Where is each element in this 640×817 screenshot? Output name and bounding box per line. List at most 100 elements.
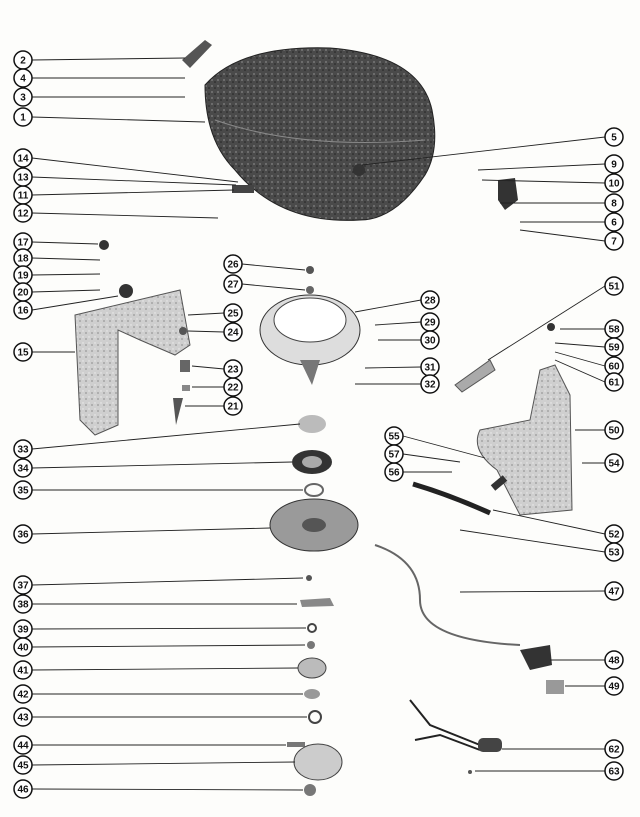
callout-number: 23 <box>227 365 239 376</box>
callout-61: 61 <box>554 359 624 392</box>
callout-25: 25 <box>187 303 243 323</box>
leader-line <box>31 627 307 630</box>
leader-line <box>554 351 606 367</box>
callout-number: 11 <box>18 191 29 202</box>
callout-number: 32 <box>424 380 436 391</box>
callout-number: 55 <box>388 432 400 443</box>
leader-line <box>402 435 486 459</box>
callout-10: 10 <box>481 173 624 193</box>
callout-circle <box>13 684 33 704</box>
callout-number: 61 <box>608 378 620 389</box>
callout-30: 30 <box>378 330 440 350</box>
callout-circle <box>13 707 33 727</box>
callout-number: 38 <box>17 600 29 611</box>
callout-circle <box>604 581 624 601</box>
callout-circle <box>223 303 243 323</box>
callout-14: 14 <box>13 148 239 183</box>
callout-circle <box>13 87 33 107</box>
callout-number: 31 <box>424 363 436 374</box>
callout-circle <box>604 650 624 670</box>
callout-circle <box>604 420 624 440</box>
callout-circle <box>604 231 624 251</box>
callout-number: 10 <box>608 179 620 190</box>
top-cowl <box>204 47 436 221</box>
callout-11: 11 <box>13 185 235 205</box>
callout-number: 9 <box>611 160 617 171</box>
callout-31: 31 <box>364 357 440 377</box>
callout-26: 26 <box>223 254 306 274</box>
leader-line <box>187 312 225 316</box>
callout-circle <box>384 444 404 464</box>
callout-number: 34 <box>17 464 29 475</box>
callout-8: 8 <box>500 193 624 213</box>
callout-number: 3 <box>20 93 26 104</box>
handle <box>182 40 212 68</box>
callout-15: 15 <box>13 342 75 362</box>
callout-circle <box>13 282 33 302</box>
callout-circle <box>604 212 624 232</box>
callout-12: 12 <box>13 203 219 223</box>
callout-49: 49 <box>565 676 624 696</box>
callout-number: 16 <box>17 306 29 317</box>
callout-3: 3 <box>13 87 185 107</box>
callout-circle <box>13 342 33 362</box>
callout-number: 47 <box>608 587 620 598</box>
callout-circle <box>604 154 624 174</box>
callout-number: 17 <box>17 238 29 249</box>
leader-line <box>241 263 306 271</box>
callout-number: 15 <box>17 348 29 359</box>
leader-line <box>31 527 271 535</box>
callout-53: 53 <box>459 529 624 562</box>
callout-number: 59 <box>608 343 620 354</box>
callout-21: 21 <box>185 396 243 416</box>
callout-number: 41 <box>17 666 29 677</box>
callout-number: 8 <box>611 199 617 210</box>
leader-line <box>187 330 225 333</box>
leader-line <box>31 461 293 469</box>
callout-number: 63 <box>608 767 620 778</box>
callout-circle <box>13 575 33 595</box>
callout-number: 51 <box>608 282 620 293</box>
callout-number: 30 <box>424 336 436 347</box>
callout-44: 44 <box>13 735 286 755</box>
callout-22: 22 <box>192 377 243 397</box>
callout-number: 33 <box>17 445 29 456</box>
leader-line <box>31 57 186 61</box>
callout-circle <box>223 254 243 274</box>
callout-number: 22 <box>227 383 239 394</box>
callout-number: 20 <box>17 288 29 299</box>
callout-circle <box>13 779 33 799</box>
callout-circle <box>13 594 33 614</box>
callout-number: 1 <box>20 113 26 124</box>
callout-34: 34 <box>13 458 293 478</box>
callout-number: 36 <box>17 530 29 541</box>
callout-16: 16 <box>13 295 119 320</box>
leader-line <box>519 229 606 242</box>
leader-line <box>191 365 225 370</box>
leader-line <box>487 285 606 361</box>
callout-39: 39 <box>13 619 307 639</box>
callout-number: 6 <box>611 218 617 229</box>
leader-line <box>31 423 301 450</box>
callout-circle <box>604 337 624 357</box>
leader-line <box>31 189 235 196</box>
callout-number: 4 <box>20 74 26 85</box>
clip <box>232 185 254 193</box>
callout-circle <box>420 374 440 394</box>
leader-line <box>31 241 99 245</box>
callout-52: 52 <box>492 509 624 544</box>
callout-number: 35 <box>17 486 29 497</box>
callout-circle <box>13 480 33 500</box>
leader-line <box>31 788 304 791</box>
callout-number: 40 <box>17 643 29 654</box>
callout-circle <box>604 173 624 193</box>
callout-32: 32 <box>355 374 440 394</box>
callout-number: 2 <box>20 56 26 67</box>
callout-9: 9 <box>477 154 624 174</box>
callout-number: 44 <box>17 741 29 752</box>
leader-line <box>31 667 299 671</box>
callout-circle <box>420 290 440 310</box>
callout-number: 25 <box>227 309 239 320</box>
callout-19: 19 <box>13 265 101 285</box>
